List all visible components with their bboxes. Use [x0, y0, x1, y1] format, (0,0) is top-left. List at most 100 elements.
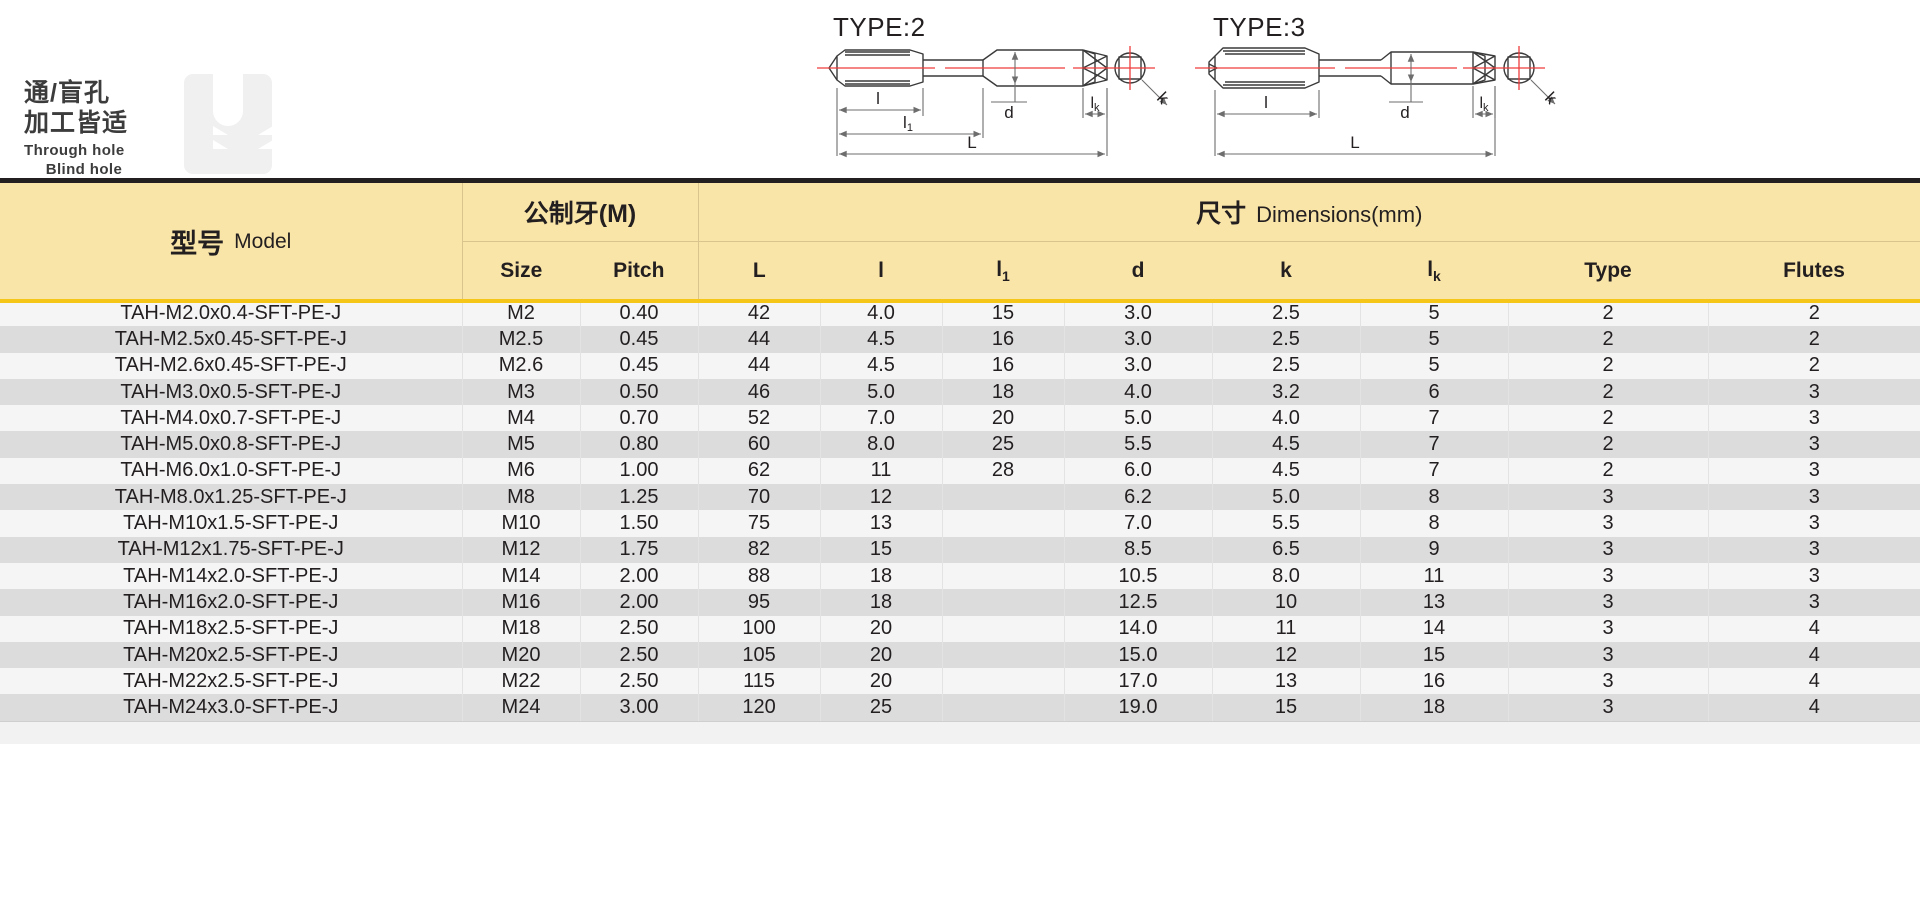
cell-L: 46	[698, 378, 821, 406]
cell-size: M14	[462, 562, 581, 590]
col-group-dimensions-cn: 尺寸	[1196, 200, 1247, 228]
cell-l1: 25	[942, 431, 1065, 458]
cell-size: M20	[462, 641, 581, 669]
badge-english-line-2: Blind hole	[45, 161, 123, 178]
cell-d: 15.0	[1064, 641, 1213, 669]
cell-model: TAH-M6.0x1.0-SFT-PE-J	[0, 457, 463, 485]
cell-l: 20	[820, 615, 943, 642]
cell-type: 3	[1508, 536, 1709, 563]
cell-d: 6.0	[1064, 457, 1213, 485]
cell-k: 10	[1212, 589, 1361, 616]
cell-type: 3	[1508, 694, 1709, 721]
cell-lk: 9	[1360, 536, 1509, 563]
cell-pitch: 2.00	[580, 589, 699, 616]
cell-lk: 7	[1360, 457, 1509, 485]
col-header-pitch: Pitch	[580, 241, 699, 300]
cell-l1	[942, 589, 1065, 616]
cell-size: M8	[462, 484, 581, 511]
cell-L: 100	[698, 615, 821, 642]
cell-d: 10.5	[1064, 562, 1213, 590]
cell-k: 11	[1212, 615, 1361, 642]
cell-lk: 5	[1360, 300, 1509, 327]
cell-d: 14.0	[1064, 615, 1213, 642]
cell-lk: 7	[1360, 405, 1509, 432]
cell-lk: 16	[1360, 668, 1509, 695]
cell-l1: 18	[942, 378, 1065, 406]
cell-flutes: 3	[1708, 510, 1920, 537]
cell-l: 18	[820, 562, 943, 590]
cell-model: TAH-M20x2.5-SFT-PE-J	[0, 641, 463, 669]
cell-l1	[942, 562, 1065, 590]
cell-lk: 14	[1360, 615, 1509, 642]
cell-pitch: 0.70	[580, 405, 699, 432]
cell-lk: 5	[1360, 352, 1509, 379]
cell-k: 2.5	[1212, 300, 1361, 327]
cell-l: 8.0	[820, 431, 943, 458]
cell-model: TAH-M18x2.5-SFT-PE-J	[0, 615, 463, 642]
col-header-flutes: Flutes	[1708, 241, 1920, 300]
cell-flutes: 2	[1708, 326, 1920, 353]
cell-type: 2	[1508, 378, 1709, 406]
through-blind-hole-badge: 通/盲孔 加工皆适 Through hole Blind hole	[24, 74, 324, 198]
badge-chinese-line-2: 加工皆适	[24, 109, 129, 137]
cell-L: 75	[698, 510, 821, 537]
cell-k: 8.0	[1212, 562, 1361, 590]
cell-flutes: 3	[1708, 378, 1920, 406]
cell-L: 70	[698, 484, 821, 511]
col-header-k: k	[1212, 241, 1361, 300]
cell-l: 11	[820, 457, 943, 485]
diagram-type-3-label-L: L	[1350, 133, 1359, 152]
cell-lk: 18	[1360, 694, 1509, 721]
cell-L: 60	[698, 431, 821, 458]
cell-type: 2	[1508, 431, 1709, 458]
cell-lk: 5	[1360, 326, 1509, 353]
cell-model: TAH-M22x2.5-SFT-PE-J	[0, 668, 463, 695]
cell-model: TAH-M10x1.5-SFT-PE-J	[0, 510, 463, 537]
cell-pitch: 1.00	[580, 457, 699, 485]
diagram-type-3: TYPE:3	[1195, 6, 1565, 176]
cell-flutes: 3	[1708, 405, 1920, 432]
badge-chinese-line-1: 通/盲孔	[24, 79, 110, 107]
cell-size: M16	[462, 589, 581, 616]
cell-k: 13	[1212, 668, 1361, 695]
cell-L: 44	[698, 352, 821, 379]
cell-l: 25	[820, 694, 943, 721]
cell-size: M24	[462, 694, 581, 721]
top-illustration-area: 通/盲孔 加工皆适 Through hole Blind hole TYPE:2	[0, 0, 1920, 210]
cell-size: M3	[462, 378, 581, 406]
diagram-type-2-label-l: l	[876, 89, 880, 108]
cell-l: 4.5	[820, 326, 943, 353]
col-header-l1: l1	[942, 241, 1065, 300]
cell-size: M18	[462, 615, 581, 642]
cell-k: 2.5	[1212, 326, 1361, 353]
cell-l: 5.0	[820, 378, 943, 406]
tap-thread-icon	[184, 74, 273, 174]
cell-type: 3	[1508, 589, 1709, 616]
cell-l1	[942, 668, 1065, 695]
cell-L: 44	[698, 326, 821, 353]
col-header-model-en: Model	[234, 229, 292, 253]
cell-pitch: 1.50	[580, 510, 699, 537]
cell-flutes: 4	[1708, 641, 1920, 669]
cell-flutes: 3	[1708, 562, 1920, 590]
cell-l: 4.5	[820, 352, 943, 379]
cell-pitch: 2.50	[580, 615, 699, 642]
diagram-type-2-drawing: l l1 L d lk k	[817, 46, 1173, 158]
diagram-type-3-label-lk: lk	[1479, 95, 1489, 114]
cell-type: 3	[1508, 615, 1709, 642]
cell-lk: 11	[1360, 562, 1509, 590]
cell-flutes: 2	[1708, 300, 1920, 327]
cell-l: 18	[820, 589, 943, 616]
cell-type: 3	[1508, 641, 1709, 669]
